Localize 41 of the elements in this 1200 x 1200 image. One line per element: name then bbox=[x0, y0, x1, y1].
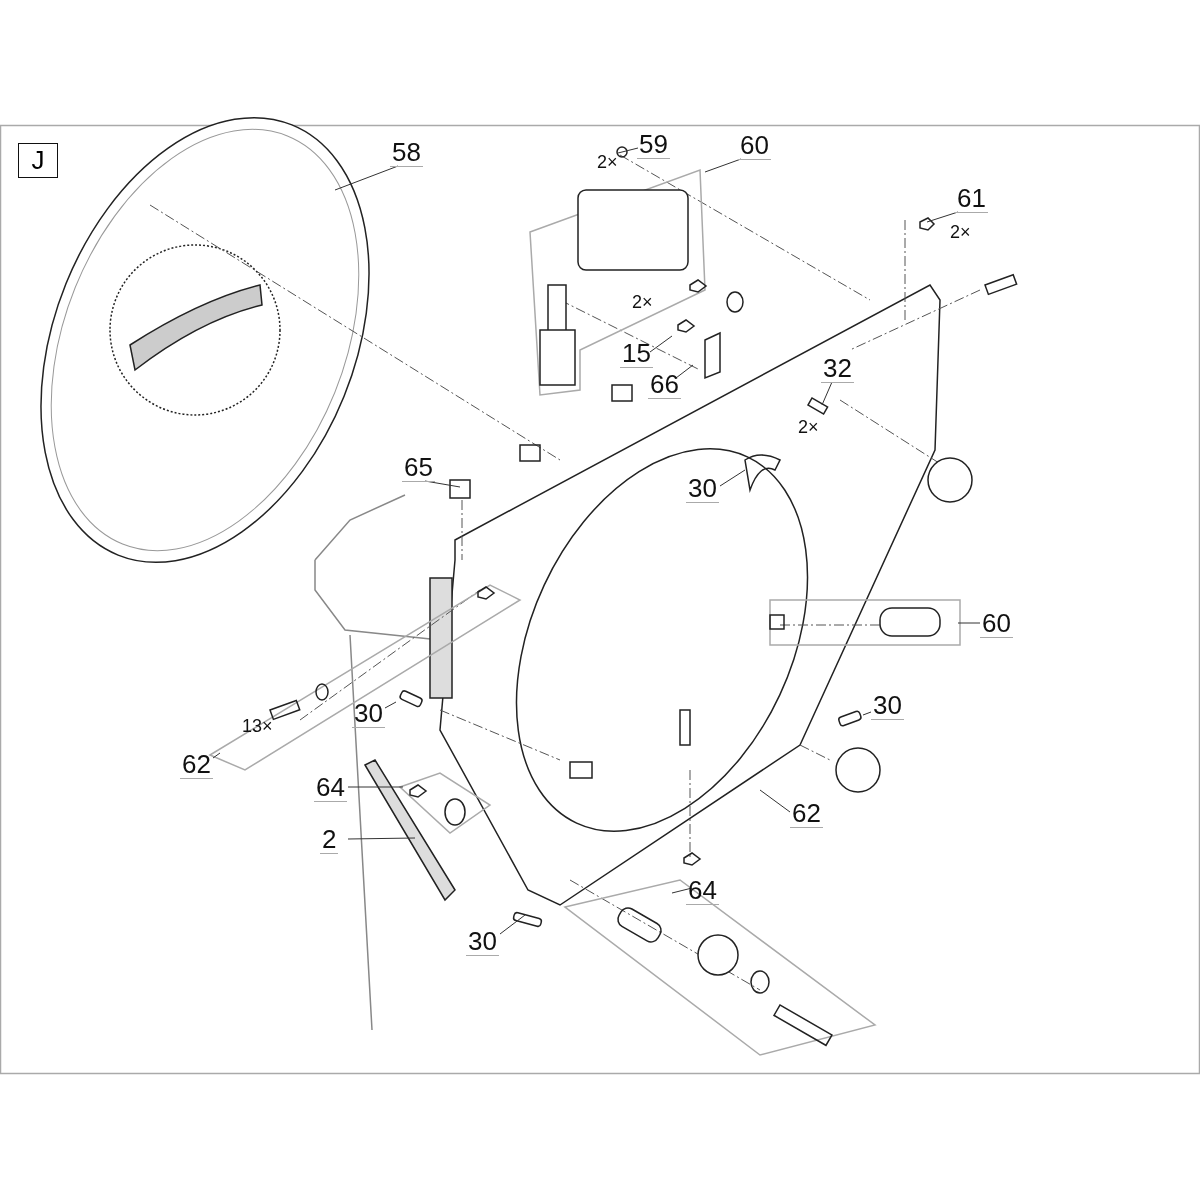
quantity-label: 2× bbox=[798, 417, 819, 438]
section-letter: J bbox=[18, 143, 58, 178]
callout-number: 62 bbox=[790, 799, 823, 828]
callout-number: 2 bbox=[320, 825, 339, 854]
leader-line bbox=[719, 469, 746, 487]
quantity-label: 2× bbox=[632, 292, 653, 313]
leader-line bbox=[821, 381, 833, 406]
callout-number: 30 bbox=[686, 474, 719, 503]
callout-number: 30 bbox=[352, 699, 385, 728]
leader-line bbox=[384, 701, 397, 709]
leader-line bbox=[675, 364, 694, 379]
leader-line bbox=[926, 211, 959, 223]
callout-number: 66 bbox=[648, 370, 681, 399]
callout-number: 58 bbox=[390, 138, 423, 167]
callout-number: 61 bbox=[955, 184, 988, 213]
quantity-label: 2× bbox=[597, 152, 618, 173]
leader-line bbox=[617, 147, 639, 154]
leader-line bbox=[649, 335, 673, 353]
callout-number: 59 bbox=[637, 130, 670, 159]
callout-number: 60 bbox=[738, 131, 771, 160]
leader-line bbox=[347, 786, 404, 788]
leader-line bbox=[347, 837, 416, 840]
leader-line bbox=[759, 789, 791, 813]
callout-number: 30 bbox=[466, 927, 499, 956]
callout-number: 60 bbox=[980, 609, 1013, 638]
quantity-label: 2× bbox=[950, 222, 971, 243]
leader-line bbox=[499, 914, 526, 935]
quantity-label: 13× bbox=[242, 716, 273, 737]
leader-line bbox=[862, 711, 872, 716]
leader-line bbox=[212, 752, 221, 759]
callout-number: 64 bbox=[686, 876, 719, 905]
callout-number: 32 bbox=[821, 354, 854, 383]
leader-line bbox=[704, 158, 742, 173]
callout-number: 30 bbox=[871, 691, 904, 720]
callout-number: 64 bbox=[314, 773, 347, 802]
leader-line bbox=[957, 622, 981, 624]
callout-number: 15 bbox=[620, 339, 653, 368]
leader-line bbox=[334, 165, 399, 191]
leader-line bbox=[424, 480, 461, 488]
callout-number: 62 bbox=[180, 750, 213, 779]
callout-number: 65 bbox=[402, 453, 435, 482]
